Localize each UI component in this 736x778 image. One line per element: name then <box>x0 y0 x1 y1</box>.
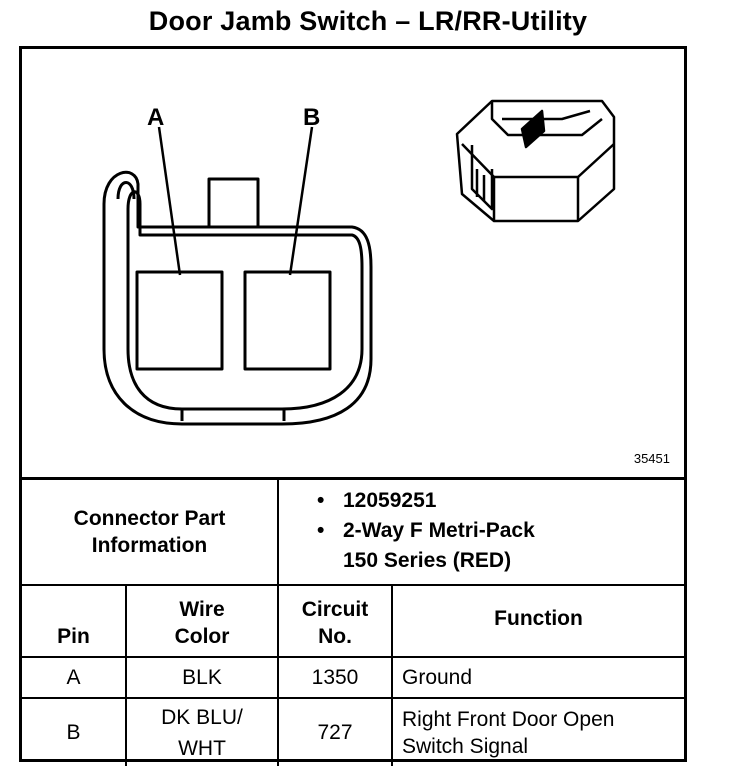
connector-face-drawing: A B <box>102 99 616 426</box>
figure-number: 35451 <box>633 451 670 466</box>
list-item: •2-Way F Metri-Pack <box>317 519 535 542</box>
cell-wire-color: DK BLU/WHT <box>125 697 279 766</box>
connector-part-row: Connector Part Information •12059251 •2-… <box>22 477 684 586</box>
header-pin: Pin <box>22 584 127 658</box>
header-function: Function <box>391 584 684 658</box>
pin-label-a: A <box>147 104 164 131</box>
connector-part-label: Connector Part Information <box>22 477 279 586</box>
cell-wire-color: BLK <box>125 656 279 699</box>
connector-table: Connector Part Information •12059251 •2-… <box>22 477 684 766</box>
cell-circuit: 1350 <box>277 656 393 699</box>
terminal-cavity-b <box>243 270 332 371</box>
connector-info-frame: A B 35451 Connector Part Infor <box>19 46 687 766</box>
cell-pin: B <box>22 697 127 766</box>
list-item: •12059251 <box>317 489 437 512</box>
connector-diagram: A B 35451 <box>22 49 684 477</box>
leader-line-b <box>288 126 314 276</box>
connector-body-outline <box>102 170 373 426</box>
page-title: Door Jamb Switch – LR/RR-Utility <box>148 6 588 36</box>
cell-function: Ground <box>391 656 684 699</box>
terminal-cavity-a <box>135 270 224 371</box>
cell-pin: A <box>22 656 127 699</box>
cell-circuit: 727 <box>277 697 393 766</box>
table-row: A BLK 1350 Ground <box>22 656 684 699</box>
pin-label-b: B <box>303 104 320 131</box>
leader-line-a <box>157 126 182 276</box>
connector-part-info: •12059251 •2-Way F Metri-Pack 150 Series… <box>277 477 684 586</box>
list-item: 150 Series (RED) <box>343 549 512 572</box>
connector-isometric-drawing <box>455 99 616 223</box>
